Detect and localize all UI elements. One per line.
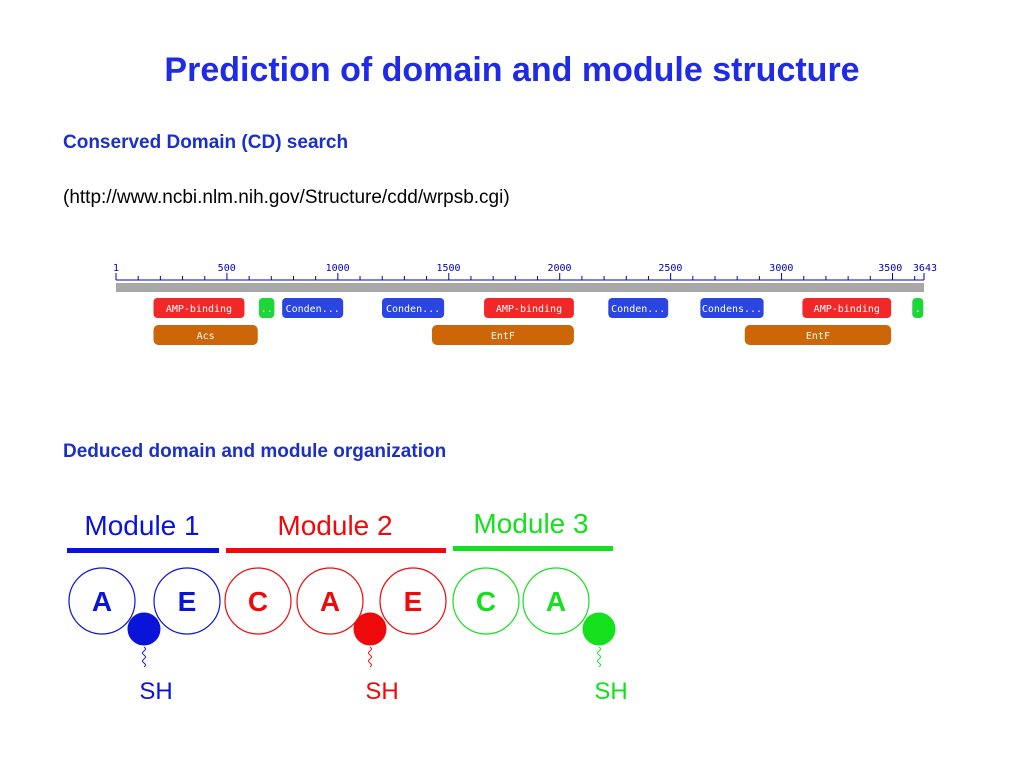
module-label: Module 2 <box>277 510 392 541</box>
ruler-label: 3000 <box>769 263 793 274</box>
domain-label: AMP-binding <box>166 304 232 315</box>
superfamily-bar <box>744 325 892 345</box>
domain-bar <box>912 298 924 318</box>
domain-bar <box>484 298 574 318</box>
ruler-label: 1 <box>113 263 119 274</box>
module-diagram: Module 1 Module 2 Module 3 A E C A E C A SH SH SH <box>67 508 628 705</box>
ruler-label: 2500 <box>658 263 682 274</box>
domain-bar <box>258 298 275 318</box>
slide-title: Prediction of domain and module structur… <box>164 51 860 89</box>
domain-bar <box>608 298 669 318</box>
ruler-label: 1000 <box>326 263 350 274</box>
carrier-dot <box>127 612 161 646</box>
domain-bar <box>700 298 764 318</box>
domain-circle-letter: E <box>178 586 197 617</box>
domain-circle-letter: A <box>546 586 566 617</box>
domain-label: Conden... <box>611 304 665 315</box>
module-label: Module 3 <box>473 508 588 539</box>
module-underline <box>226 548 446 553</box>
domain-circle <box>296 567 364 635</box>
ruler-label: 1500 <box>437 263 461 274</box>
sh-label: SH <box>365 678 398 705</box>
carrier-dot <box>582 612 616 646</box>
domain-label: . <box>915 304 921 315</box>
domain-bar <box>802 298 892 318</box>
domain-circle <box>153 567 221 635</box>
cd-search-heading: Conserved Domain (CD) search <box>63 132 349 153</box>
domain-label: .. <box>261 304 273 315</box>
module-underline <box>67 548 219 553</box>
domain-circle-letter: E <box>404 586 423 617</box>
ruler-label: 2000 <box>547 263 571 274</box>
superfamily-label: EntF <box>806 331 830 342</box>
superfamily-label: EntF <box>491 331 515 342</box>
ruler-label: 3500 <box>878 263 902 274</box>
cd-search-url: (http://www.ncbi.nlm.nih.gov/Structure/c… <box>63 187 510 208</box>
domain-bar <box>153 298 245 318</box>
domain-circle-letter: A <box>320 586 340 617</box>
domain-label: Conden... <box>286 304 340 315</box>
ruler-label: 500 <box>218 263 236 274</box>
module-label: Module 1 <box>84 510 199 541</box>
tether-line <box>142 646 146 668</box>
sh-label: SH <box>594 678 627 705</box>
tether-line <box>368 646 372 668</box>
domain-label: Conden... <box>386 304 440 315</box>
superfamily-bar <box>153 325 258 345</box>
sh-label: SH <box>139 678 172 705</box>
superfamily-bar <box>431 325 574 345</box>
module-organization-heading: Deduced domain and module organization <box>63 441 447 462</box>
domain-circle-letter: A <box>92 586 112 617</box>
ruler-label: 3643 <box>913 263 937 274</box>
domain-label: AMP-binding <box>496 304 562 315</box>
domain-label: Condens... <box>702 304 762 315</box>
domain-circle <box>522 567 590 635</box>
domain-circle <box>379 567 447 635</box>
domain-label: AMP-binding <box>814 304 880 315</box>
carrier-dot <box>353 612 387 646</box>
domain-circle <box>224 567 292 635</box>
domain-circle-letter: C <box>248 586 268 617</box>
superfamily-label: Acs <box>197 331 215 342</box>
domain-circle <box>452 567 520 635</box>
sequence-bar <box>116 283 924 292</box>
domain-circle-letter: C <box>476 586 496 617</box>
module-underline <box>453 546 613 551</box>
domain-bar <box>382 298 445 318</box>
domain-bar <box>282 298 344 318</box>
domain-circle <box>68 567 136 635</box>
tether-line <box>597 646 601 668</box>
